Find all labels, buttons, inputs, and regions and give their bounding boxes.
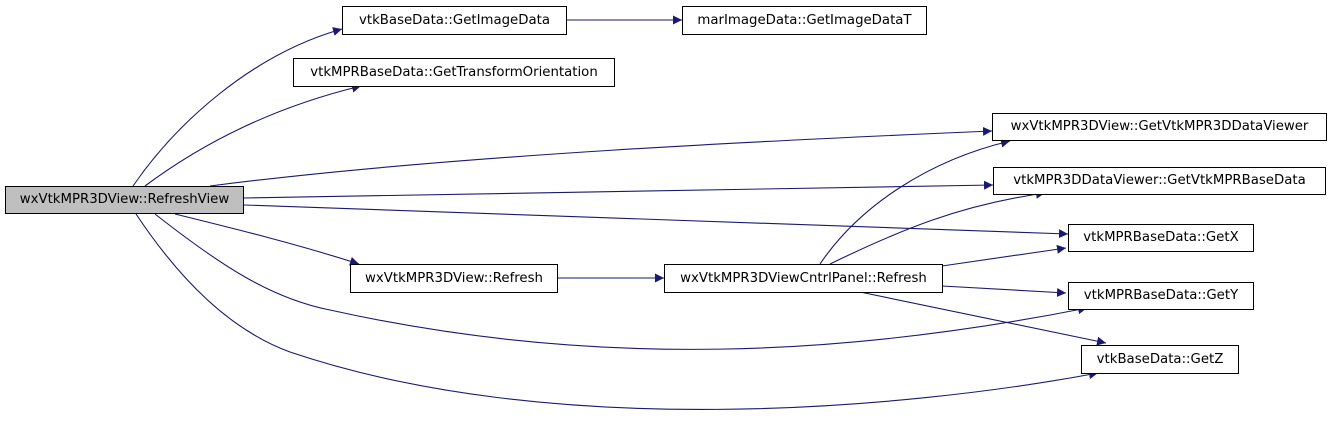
edge-cntrlpanelrefresh-getx <box>941 244 1067 267</box>
edge-refreshview-getz <box>135 213 1099 410</box>
edge-refreshview-getvtkmprbasedata <box>243 180 994 199</box>
node-vtkbasedata-getz[interactable]: vtkBaseData::GetZ <box>1081 345 1239 374</box>
edge-cntrlpanelrefresh-getvtkmpr3ddataviewer <box>819 138 1011 265</box>
node-wxvtkmpr3dviewcntrlpanel-refresh[interactable]: wxVtkMPR3DViewCntrlPanel::Refresh <box>664 264 943 293</box>
edge-refreshview-gety <box>154 213 1088 350</box>
node-vtkmprbasedata-gety[interactable]: vtkMPRBaseData::GetY <box>1068 282 1254 310</box>
node-marimagedata-getimagedatat[interactable]: marImageData::GetImageDataT <box>682 6 927 35</box>
edge-refreshview-gettransformorientation <box>144 83 362 187</box>
node-wxvtkmpr3dview-refresh[interactable]: wxVtkMPR3DView::Refresh <box>350 264 558 293</box>
node-vtkmprbasedata-gettransformorientation[interactable]: vtkMPRBaseData::GetTransformOrientation <box>293 58 615 87</box>
node-wxvtkmpr3dview-getvtkmpr3ddataviewer[interactable]: wxVtkMPR3DView::GetVtkMPR3DDataViewer <box>992 113 1327 141</box>
edge-cntrlpanelrefresh-gety <box>941 285 1067 297</box>
edge-cntrlpanelrefresh-getz <box>859 291 1107 346</box>
node-wxvtkmpr3dview-refreshview: wxVtkMPR3DView::RefreshView <box>5 186 244 214</box>
edge-refreshview-getx <box>243 204 1069 239</box>
edge-cntrlpanelrefresh-getvtkmprbasedata <box>829 189 1046 265</box>
edge-refreshview-getvtkmpr3ddataviewer <box>209 126 993 187</box>
node-vtkmprbasedata-getx[interactable]: vtkMPRBaseData::GetX <box>1068 224 1254 252</box>
edge-refreshview-refresh <box>174 213 360 266</box>
edge-refreshview-getimagedata <box>132 27 343 187</box>
node-vtkbasedata-getimagedata[interactable]: vtkBaseData::GetImageData <box>342 6 567 35</box>
node-vtkmpr3ddataviewer-getvtkmprbasedata[interactable]: vtkMPR3DDataViewer::GetVtkMPRBaseData <box>993 167 1326 195</box>
